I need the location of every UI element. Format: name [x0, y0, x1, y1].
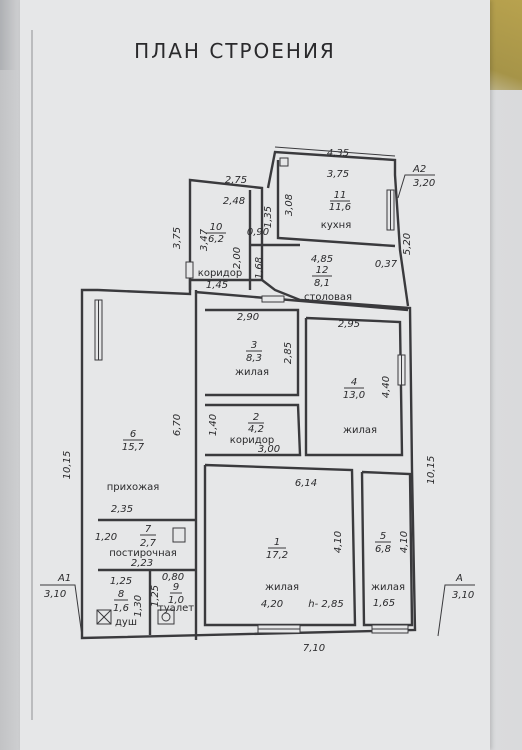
svg-text:4,40: 4,40 [381, 376, 392, 398]
svg-text:6,14: 6,14 [295, 478, 317, 489]
svg-text:1,6: 1,6 [113, 603, 129, 614]
svg-text:коридор: коридор [230, 435, 274, 446]
svg-text:4,10: 4,10 [333, 531, 344, 553]
svg-text:0,37: 0,37 [375, 259, 398, 270]
svg-text:11,6: 11,6 [329, 202, 351, 213]
section-markers: А1 3,10 А 3,10 А2 3,20 [40, 164, 475, 637]
svg-text:жилая: жилая [371, 582, 405, 593]
outer-walls [80, 150, 417, 640]
svg-text:6,8: 6,8 [375, 544, 391, 555]
svg-text:0,90: 0,90 [247, 227, 269, 238]
svg-text:10: 10 [210, 222, 223, 233]
svg-text:4: 4 [351, 377, 357, 388]
svg-text:2,85: 2,85 [283, 342, 294, 364]
svg-text:10,15: 10,15 [62, 451, 73, 480]
svg-text:2,95: 2,95 [338, 319, 360, 330]
svg-text:6,2: 6,2 [208, 234, 224, 245]
svg-text:прихожая: прихожая [107, 482, 160, 493]
svg-text:2,48: 2,48 [223, 196, 245, 207]
svg-text:4,85: 4,85 [311, 254, 333, 265]
svg-text:6: 6 [130, 429, 136, 440]
svg-text:4,35: 4,35 [327, 148, 349, 159]
svg-text:кухня: кухня [321, 220, 351, 231]
room-labels: 1 17,2 жилая 2 4,2 коридор 3 8,3 жилая 4… [107, 190, 405, 628]
svg-text:8,1: 8,1 [314, 278, 330, 289]
svg-text:0,80: 0,80 [162, 572, 184, 583]
svg-text:столовая: столовая [304, 292, 352, 303]
svg-text:4,2: 4,2 [248, 424, 264, 435]
partitions [98, 160, 414, 640]
svg-text:5,20: 5,20 [402, 233, 413, 255]
svg-text:12: 12 [316, 265, 329, 276]
svg-text:А1: А1 [57, 573, 71, 584]
svg-text:2,7: 2,7 [140, 538, 157, 549]
svg-text:9: 9 [173, 582, 179, 593]
svg-text:туалет: туалет [158, 603, 194, 614]
svg-text:1,45: 1,45 [206, 280, 228, 291]
svg-text:1,40: 1,40 [208, 414, 219, 436]
svg-text:3,10: 3,10 [452, 590, 474, 601]
svg-text:постирочная: постирочная [109, 548, 177, 559]
svg-text:6,70: 6,70 [172, 414, 183, 436]
fixtures [96, 157, 289, 625]
svg-text:3: 3 [251, 340, 257, 351]
svg-text:3,75: 3,75 [327, 169, 349, 180]
svg-text:1,0: 1,0 [168, 595, 184, 606]
dimension-labels: 4,35 3,75 2,75 2,48 3,08 1,35 0,90 3,47 … [62, 146, 437, 654]
svg-text:15,7: 15,7 [122, 442, 145, 453]
svg-text:3,10: 3,10 [44, 589, 66, 600]
svg-text:4,20: 4,20 [261, 599, 283, 610]
svg-text:2,00: 2,00 [232, 247, 243, 269]
svg-text:7,10: 7,10 [303, 643, 325, 654]
svg-text:1,25: 1,25 [150, 585, 161, 607]
svg-text:3,75: 3,75 [172, 227, 183, 249]
svg-text:2,90: 2,90 [237, 312, 259, 323]
svg-text:3,08: 3,08 [284, 194, 295, 216]
svg-text:8,3: 8,3 [246, 353, 262, 364]
svg-text:1,65: 1,65 [373, 598, 395, 609]
svg-text:4,10: 4,10 [399, 531, 410, 553]
svg-text:душ: душ [115, 617, 137, 628]
plan-title: ПЛАН СТРОЕНИЯ [134, 39, 336, 63]
svg-text:1,68: 1,68 [254, 257, 265, 279]
svg-text:жилая: жилая [343, 425, 377, 436]
svg-text:А2: А2 [412, 164, 426, 175]
svg-text:жилая: жилая [265, 582, 299, 593]
svg-text:8: 8 [118, 589, 124, 600]
svg-text:10,15: 10,15 [426, 456, 437, 485]
svg-text:1,25: 1,25 [110, 576, 132, 587]
windows [94, 189, 409, 634]
svg-text:5: 5 [380, 531, 386, 542]
svg-text:А: А [455, 573, 463, 584]
svg-text:h- 2,85: h- 2,85 [308, 599, 343, 610]
svg-text:коридор: коридор [198, 268, 242, 279]
svg-text:17,2: 17,2 [266, 550, 288, 561]
svg-text:13,0: 13,0 [343, 390, 365, 401]
svg-text:2: 2 [253, 412, 259, 423]
svg-text:3,20: 3,20 [413, 178, 435, 189]
svg-text:1,35: 1,35 [263, 206, 274, 228]
svg-text:2,23: 2,23 [131, 558, 153, 569]
svg-text:3,47: 3,47 [199, 228, 210, 251]
svg-text:2,75: 2,75 [225, 175, 247, 186]
svg-text:3,00: 3,00 [258, 444, 280, 455]
svg-text:жилая: жилая [235, 367, 269, 378]
svg-text:2,35: 2,35 [111, 504, 133, 515]
svg-text:1: 1 [274, 537, 280, 548]
svg-text:7: 7 [145, 524, 152, 535]
svg-text:1,20: 1,20 [95, 532, 117, 543]
svg-text:11: 11 [334, 190, 347, 201]
svg-text:1,30: 1,30 [133, 595, 144, 617]
